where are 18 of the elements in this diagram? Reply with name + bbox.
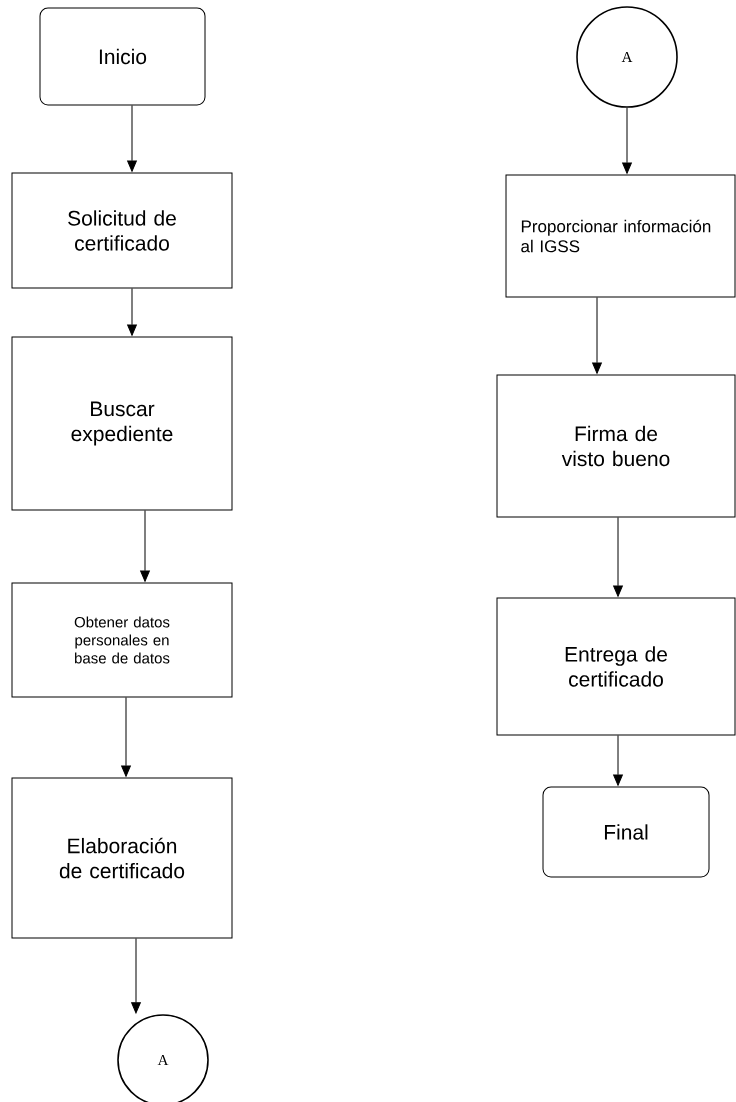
arrow [613,735,623,786]
process-box: Buscar expediente [11,336,233,511]
terminal-box: Inicio [39,7,206,106]
process-box: Obtener datos personales en base de datos [11,582,233,698]
process-box: Entrega de certificado [496,597,736,736]
terminal-box: Final [542,786,710,878]
process-box: Firma de visto bueno [496,374,736,518]
arrow [131,938,141,1014]
arrow [121,697,131,777]
process-box: Solicitud de certificado [11,172,233,289]
process-box: Proporcionar información al IGSS [505,174,736,298]
arrow [127,105,137,172]
arrow [592,297,602,374]
arrow [127,288,137,336]
arrow [613,517,623,597]
arrow [622,107,632,174]
process-box: Elaboración de certificado [11,777,233,939]
arrow [140,510,150,582]
